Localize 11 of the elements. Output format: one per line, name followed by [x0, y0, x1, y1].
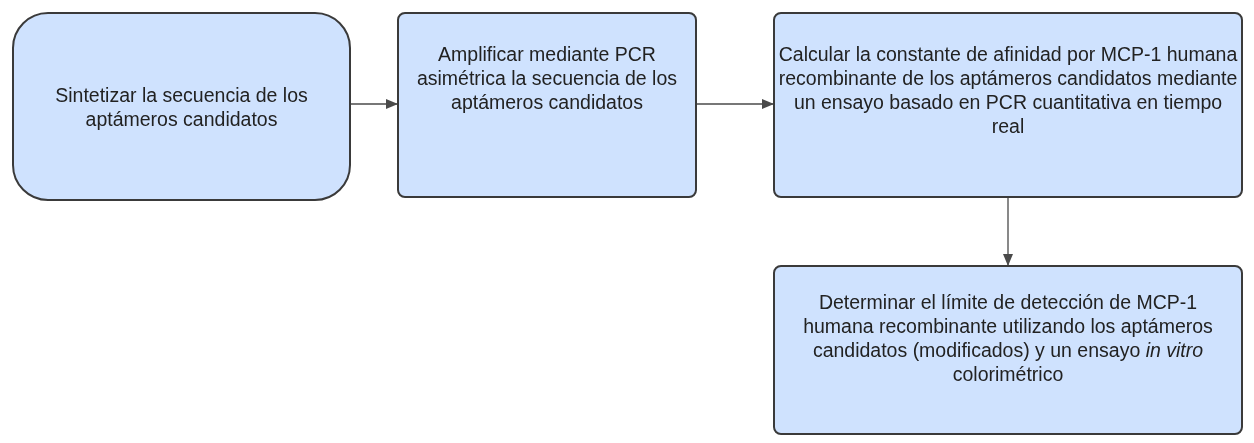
step-text: Determinar el límite de detección de MCP-1 humana recombinante utilizando los aptámeros candidatos (modificados) y un ensayo in vitro colorimétrico: [802, 290, 1214, 386]
process-box: [773, 12, 1243, 198]
step-text: Calcular la constante de afinidad por MCP-1 humana recombinante de los aptámeros candidatos mediante un ensayo basado en PCR cuantitativa en tiempo real: [778, 42, 1238, 138]
process-box: [773, 265, 1243, 435]
arrow: [696, 99, 774, 109]
arrow: [350, 99, 398, 109]
process-box: [12, 12, 351, 201]
step-text: Sintetizar la secuencia de los aptámeros candidatos: [54, 82, 309, 131]
step-text: Amplificar mediante PCR asimétrica la secuencia de los aptámeros candidatos: [415, 42, 679, 114]
arrow: [1003, 197, 1013, 266]
process-box: [397, 12, 697, 198]
